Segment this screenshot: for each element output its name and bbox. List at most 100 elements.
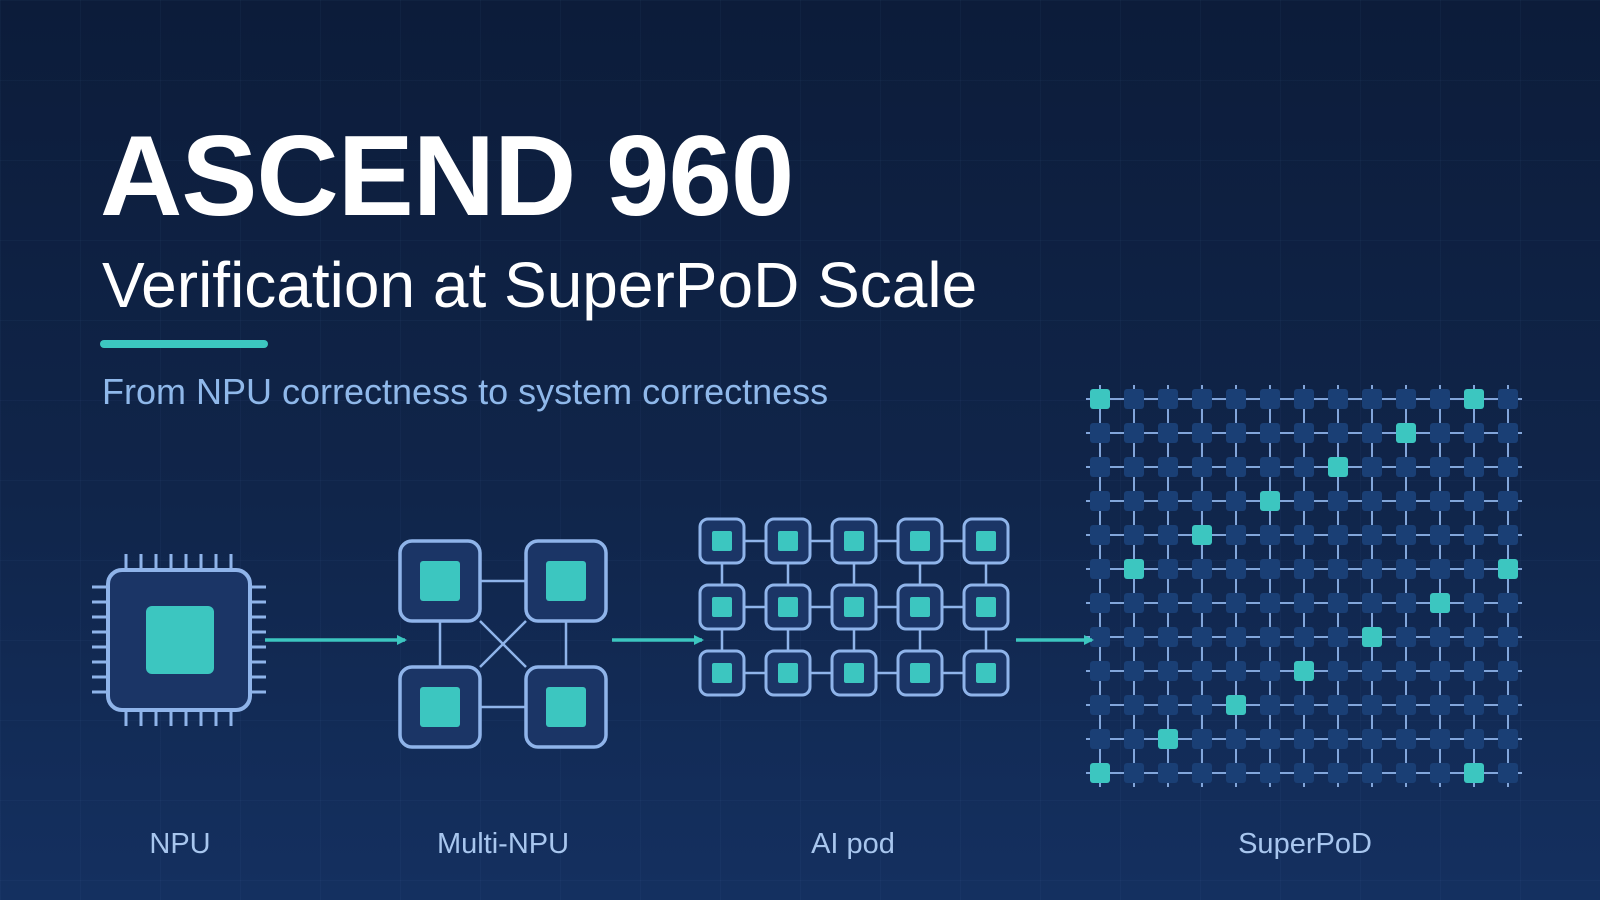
ai-pod-core — [778, 663, 798, 683]
superpod-node — [1328, 763, 1348, 783]
superpod-node — [1362, 695, 1382, 715]
superpod-node — [1498, 695, 1518, 715]
superpod-node — [1090, 729, 1110, 749]
superpod-node-active — [1430, 593, 1450, 613]
superpod-node — [1396, 525, 1416, 545]
superpod-node — [1396, 457, 1416, 477]
superpod-node — [1464, 559, 1484, 579]
multi-npu-core — [546, 561, 586, 601]
superpod-node — [1158, 627, 1178, 647]
superpod-node — [1226, 729, 1246, 749]
superpod-node — [1090, 457, 1110, 477]
ai-pod-node — [764, 649, 812, 697]
superpod-node — [1158, 491, 1178, 511]
superpod-node — [1464, 661, 1484, 681]
superpod-node — [1294, 763, 1314, 783]
superpod-node — [1430, 627, 1450, 647]
superpod-node — [1294, 593, 1314, 613]
superpod-node — [1362, 729, 1382, 749]
superpod-node-active — [1464, 763, 1484, 783]
superpod-node — [1430, 389, 1450, 409]
superpod-node — [1328, 559, 1348, 579]
superpod-node-active — [1498, 559, 1518, 579]
superpod-node — [1260, 695, 1280, 715]
superpod-node — [1396, 661, 1416, 681]
superpod-node-active — [1362, 627, 1382, 647]
superpod-node — [1090, 593, 1110, 613]
ai-pod-core — [844, 531, 864, 551]
superpod-node-active — [1464, 389, 1484, 409]
superpod-node — [1396, 729, 1416, 749]
superpod-node — [1226, 627, 1246, 647]
superpod-node-active — [1090, 763, 1110, 783]
superpod-node — [1192, 491, 1212, 511]
superpod-node — [1192, 593, 1212, 613]
superpod-node — [1090, 695, 1110, 715]
superpod-node — [1430, 457, 1450, 477]
superpod-node — [1464, 627, 1484, 647]
superpod-node — [1260, 763, 1280, 783]
superpod-node — [1124, 695, 1144, 715]
stage-label-ai-pod: AI pod — [811, 828, 895, 860]
ai-pod-core — [976, 663, 996, 683]
ai-pod-core — [712, 531, 732, 551]
superpod-node — [1294, 389, 1314, 409]
superpod-node — [1260, 729, 1280, 749]
superpod-node — [1328, 423, 1348, 443]
superpod-node-active — [1158, 729, 1178, 749]
superpod-node — [1124, 729, 1144, 749]
superpod-node — [1260, 593, 1280, 613]
superpod-node — [1328, 729, 1348, 749]
superpod-node — [1464, 695, 1484, 715]
superpod-node — [1294, 423, 1314, 443]
superpod-node — [1192, 695, 1212, 715]
superpod-node — [1158, 695, 1178, 715]
superpod-node — [1226, 423, 1246, 443]
superpod-node — [1396, 695, 1416, 715]
superpod-node-active — [1260, 491, 1280, 511]
superpod-node — [1124, 457, 1144, 477]
superpod-node — [1328, 627, 1348, 647]
superpod-node — [1430, 423, 1450, 443]
superpod-node — [1362, 559, 1382, 579]
superpod-node — [1430, 525, 1450, 545]
superpod-node — [1328, 695, 1348, 715]
superpod-node — [1396, 389, 1416, 409]
superpod-node — [1124, 389, 1144, 409]
ai-pod-node — [962, 649, 1010, 697]
superpod-node — [1192, 423, 1212, 443]
superpod-node — [1158, 423, 1178, 443]
ai-pod-node — [896, 583, 944, 631]
superpod-node — [1226, 763, 1246, 783]
stage-label-npu: NPU — [149, 828, 211, 860]
superpod-node — [1294, 525, 1314, 545]
superpod-node — [1260, 423, 1280, 443]
stage-label-superpod: SuperPoD — [1238, 828, 1372, 860]
superpod-node — [1226, 457, 1246, 477]
superpod-node — [1226, 661, 1246, 681]
superpod-node — [1192, 729, 1212, 749]
superpod-node — [1396, 559, 1416, 579]
superpod-node — [1260, 457, 1280, 477]
multi-npu-core — [420, 561, 460, 601]
ai-pod-node — [830, 649, 878, 697]
superpod-node — [1430, 729, 1450, 749]
superpod-node — [1260, 627, 1280, 647]
superpod-node — [1362, 661, 1382, 681]
superpod-node — [1498, 661, 1518, 681]
superpod-node-active — [1192, 525, 1212, 545]
superpod-node — [1158, 593, 1178, 613]
ai-pod-core — [910, 597, 930, 617]
multi-npu-core — [420, 687, 460, 727]
superpod-node — [1498, 525, 1518, 545]
superpod-node — [1464, 491, 1484, 511]
ai-pod-node — [698, 517, 746, 565]
ai-pod-core — [976, 597, 996, 617]
superpod-node — [1430, 661, 1450, 681]
ai-pod-core — [844, 597, 864, 617]
superpod-node — [1192, 559, 1212, 579]
ai-pod-core — [910, 531, 930, 551]
multi-npu-core — [546, 687, 586, 727]
superpod-node — [1090, 661, 1110, 681]
